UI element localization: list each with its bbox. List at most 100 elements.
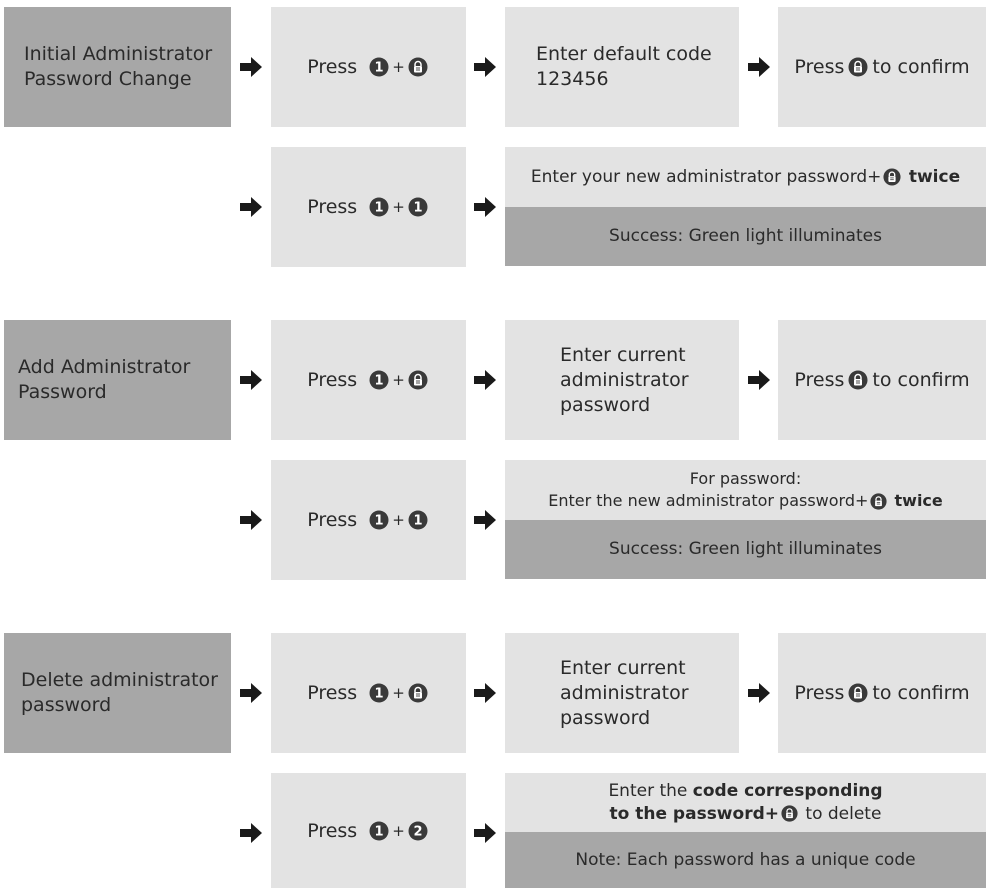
right-arrow-icon bbox=[240, 56, 262, 78]
press-key-combo-box: Press 1 + 2 bbox=[271, 773, 466, 888]
enter-current-password-box: Enter current administrator password bbox=[505, 633, 739, 753]
lock-key-icon bbox=[883, 168, 901, 186]
key-1-icon: 1 bbox=[408, 510, 428, 530]
press-key-combo-box: Press 1 + bbox=[271, 633, 466, 753]
svg-text:1: 1 bbox=[375, 61, 384, 76]
right-arrow-icon bbox=[240, 682, 262, 704]
right-arrow-icon bbox=[748, 682, 770, 704]
confirm-press-label: Press bbox=[794, 682, 845, 704]
enter-current-password-box: Enter current administrator password bbox=[505, 320, 739, 440]
success-result-box: Success: Green light illuminates bbox=[505, 520, 986, 579]
lock-key-icon bbox=[848, 683, 868, 703]
right-arrow-icon bbox=[240, 196, 262, 218]
section-title-line: Password Change bbox=[24, 68, 192, 90]
enter-default-code-box: Enter default code 123456 bbox=[505, 7, 739, 127]
press-label: Press bbox=[307, 56, 358, 78]
right-arrow-icon bbox=[748, 369, 770, 391]
key-1-icon: 1 bbox=[369, 57, 389, 77]
svg-text:1: 1 bbox=[375, 374, 384, 389]
step-text-line: password bbox=[560, 706, 651, 729]
press-to-confirm-box: Press to confirm bbox=[778, 7, 986, 127]
right-arrow-icon bbox=[474, 369, 496, 391]
confirm-label: to confirm bbox=[872, 56, 970, 78]
new-password-instruction-box: For password: Enter the new administrato… bbox=[505, 460, 986, 520]
key-1-icon: 1 bbox=[369, 821, 389, 840]
lock-key-icon bbox=[408, 683, 428, 703]
lock-key-icon bbox=[848, 370, 868, 390]
right-arrow-icon bbox=[474, 56, 496, 78]
plus-sign: + bbox=[392, 198, 405, 216]
press-to-confirm-box: Press to confirm bbox=[778, 633, 986, 753]
default-code-value: 123456 bbox=[536, 68, 609, 90]
press-key-combo-box: Press 1 + bbox=[271, 7, 466, 127]
svg-text:1: 1 bbox=[375, 201, 384, 216]
plus-sign: + bbox=[392, 821, 405, 840]
svg-text:1: 1 bbox=[375, 514, 384, 529]
key-1-icon: 1 bbox=[369, 197, 389, 217]
instruction-text: to delete bbox=[805, 803, 882, 824]
press-to-confirm-box: Press to confirm bbox=[778, 320, 986, 440]
success-result-box: Success: Green light illuminates bbox=[505, 207, 986, 266]
section-title-line: Password bbox=[18, 381, 107, 403]
step-text-line: password bbox=[560, 393, 651, 416]
plus-sign: + bbox=[392, 58, 405, 76]
section-title-add-password: Add Administrator Password bbox=[4, 320, 231, 440]
section-title-line: Delete administrator bbox=[21, 669, 218, 691]
confirm-press-label: Press bbox=[794, 369, 845, 391]
press-label: Press bbox=[307, 819, 358, 842]
step-text-line: Enter default code bbox=[536, 43, 712, 65]
svg-text:2: 2 bbox=[413, 824, 422, 839]
right-arrow-icon bbox=[748, 56, 770, 78]
right-arrow-icon bbox=[240, 822, 262, 844]
press-key-combo-box: Press 1 + 1 bbox=[271, 147, 466, 267]
plus-sign: + bbox=[392, 371, 405, 389]
right-arrow-icon bbox=[240, 509, 262, 531]
svg-text:1: 1 bbox=[375, 824, 384, 839]
confirm-label: to confirm bbox=[872, 369, 970, 391]
right-arrow-icon bbox=[240, 369, 262, 391]
lock-key-icon bbox=[848, 57, 868, 77]
svg-text:1: 1 bbox=[413, 514, 422, 529]
result-text: Note: Each password has a unique code bbox=[575, 849, 916, 870]
lock-key-icon bbox=[781, 805, 798, 822]
result-text: Success: Green light illuminates bbox=[609, 226, 882, 246]
lock-key-icon bbox=[408, 370, 428, 390]
lock-key-icon bbox=[408, 57, 428, 77]
key-1-icon: 1 bbox=[408, 197, 428, 217]
section-title-line: Add Administrator bbox=[18, 356, 191, 378]
plus-sign: + bbox=[392, 511, 405, 529]
right-arrow-icon bbox=[474, 682, 496, 704]
press-label: Press bbox=[307, 369, 358, 391]
plus-sign: + bbox=[392, 684, 405, 702]
lock-key-icon bbox=[870, 493, 887, 510]
instruction-emphasis: twice bbox=[894, 491, 943, 510]
key-2-icon: 2 bbox=[408, 821, 428, 840]
svg-text:1: 1 bbox=[375, 687, 384, 702]
result-text: Success: Green light illuminates bbox=[609, 539, 882, 559]
instruction-text: Enter the bbox=[608, 780, 688, 801]
svg-text:1: 1 bbox=[413, 201, 422, 216]
press-label: Press bbox=[307, 196, 358, 218]
press-label: Press bbox=[307, 509, 358, 531]
step-text-line: Enter current bbox=[560, 656, 686, 679]
key-1-icon: 1 bbox=[369, 370, 389, 390]
instruction-emphasis: to the password+ bbox=[609, 803, 779, 824]
section-title-line: password bbox=[21, 694, 112, 716]
instruction-heading: For password: bbox=[689, 469, 802, 488]
key-1-icon: 1 bbox=[369, 510, 389, 530]
section-title-line: Initial Administrator bbox=[24, 43, 213, 65]
right-arrow-icon bbox=[474, 822, 496, 844]
new-password-instruction-box: Enter your new administrator password+ t… bbox=[505, 147, 986, 207]
right-arrow-icon bbox=[474, 509, 496, 531]
instruction-text: Enter the new administrator password+ bbox=[548, 491, 869, 510]
step-text-line: administrator bbox=[560, 368, 689, 391]
confirm-press-label: Press bbox=[794, 56, 845, 78]
step-text-line: Enter current bbox=[560, 343, 686, 366]
press-key-combo-box: Press 1 + 1 bbox=[271, 460, 466, 580]
key-1-icon: 1 bbox=[369, 683, 389, 703]
section-title-delete-password: Delete administrator password bbox=[4, 633, 231, 753]
press-key-combo-box: Press 1 + bbox=[271, 320, 466, 440]
step-text-line: administrator bbox=[560, 681, 689, 704]
note-result-box: Note: Each password has a unique code bbox=[505, 832, 986, 888]
right-arrow-icon bbox=[474, 196, 496, 218]
